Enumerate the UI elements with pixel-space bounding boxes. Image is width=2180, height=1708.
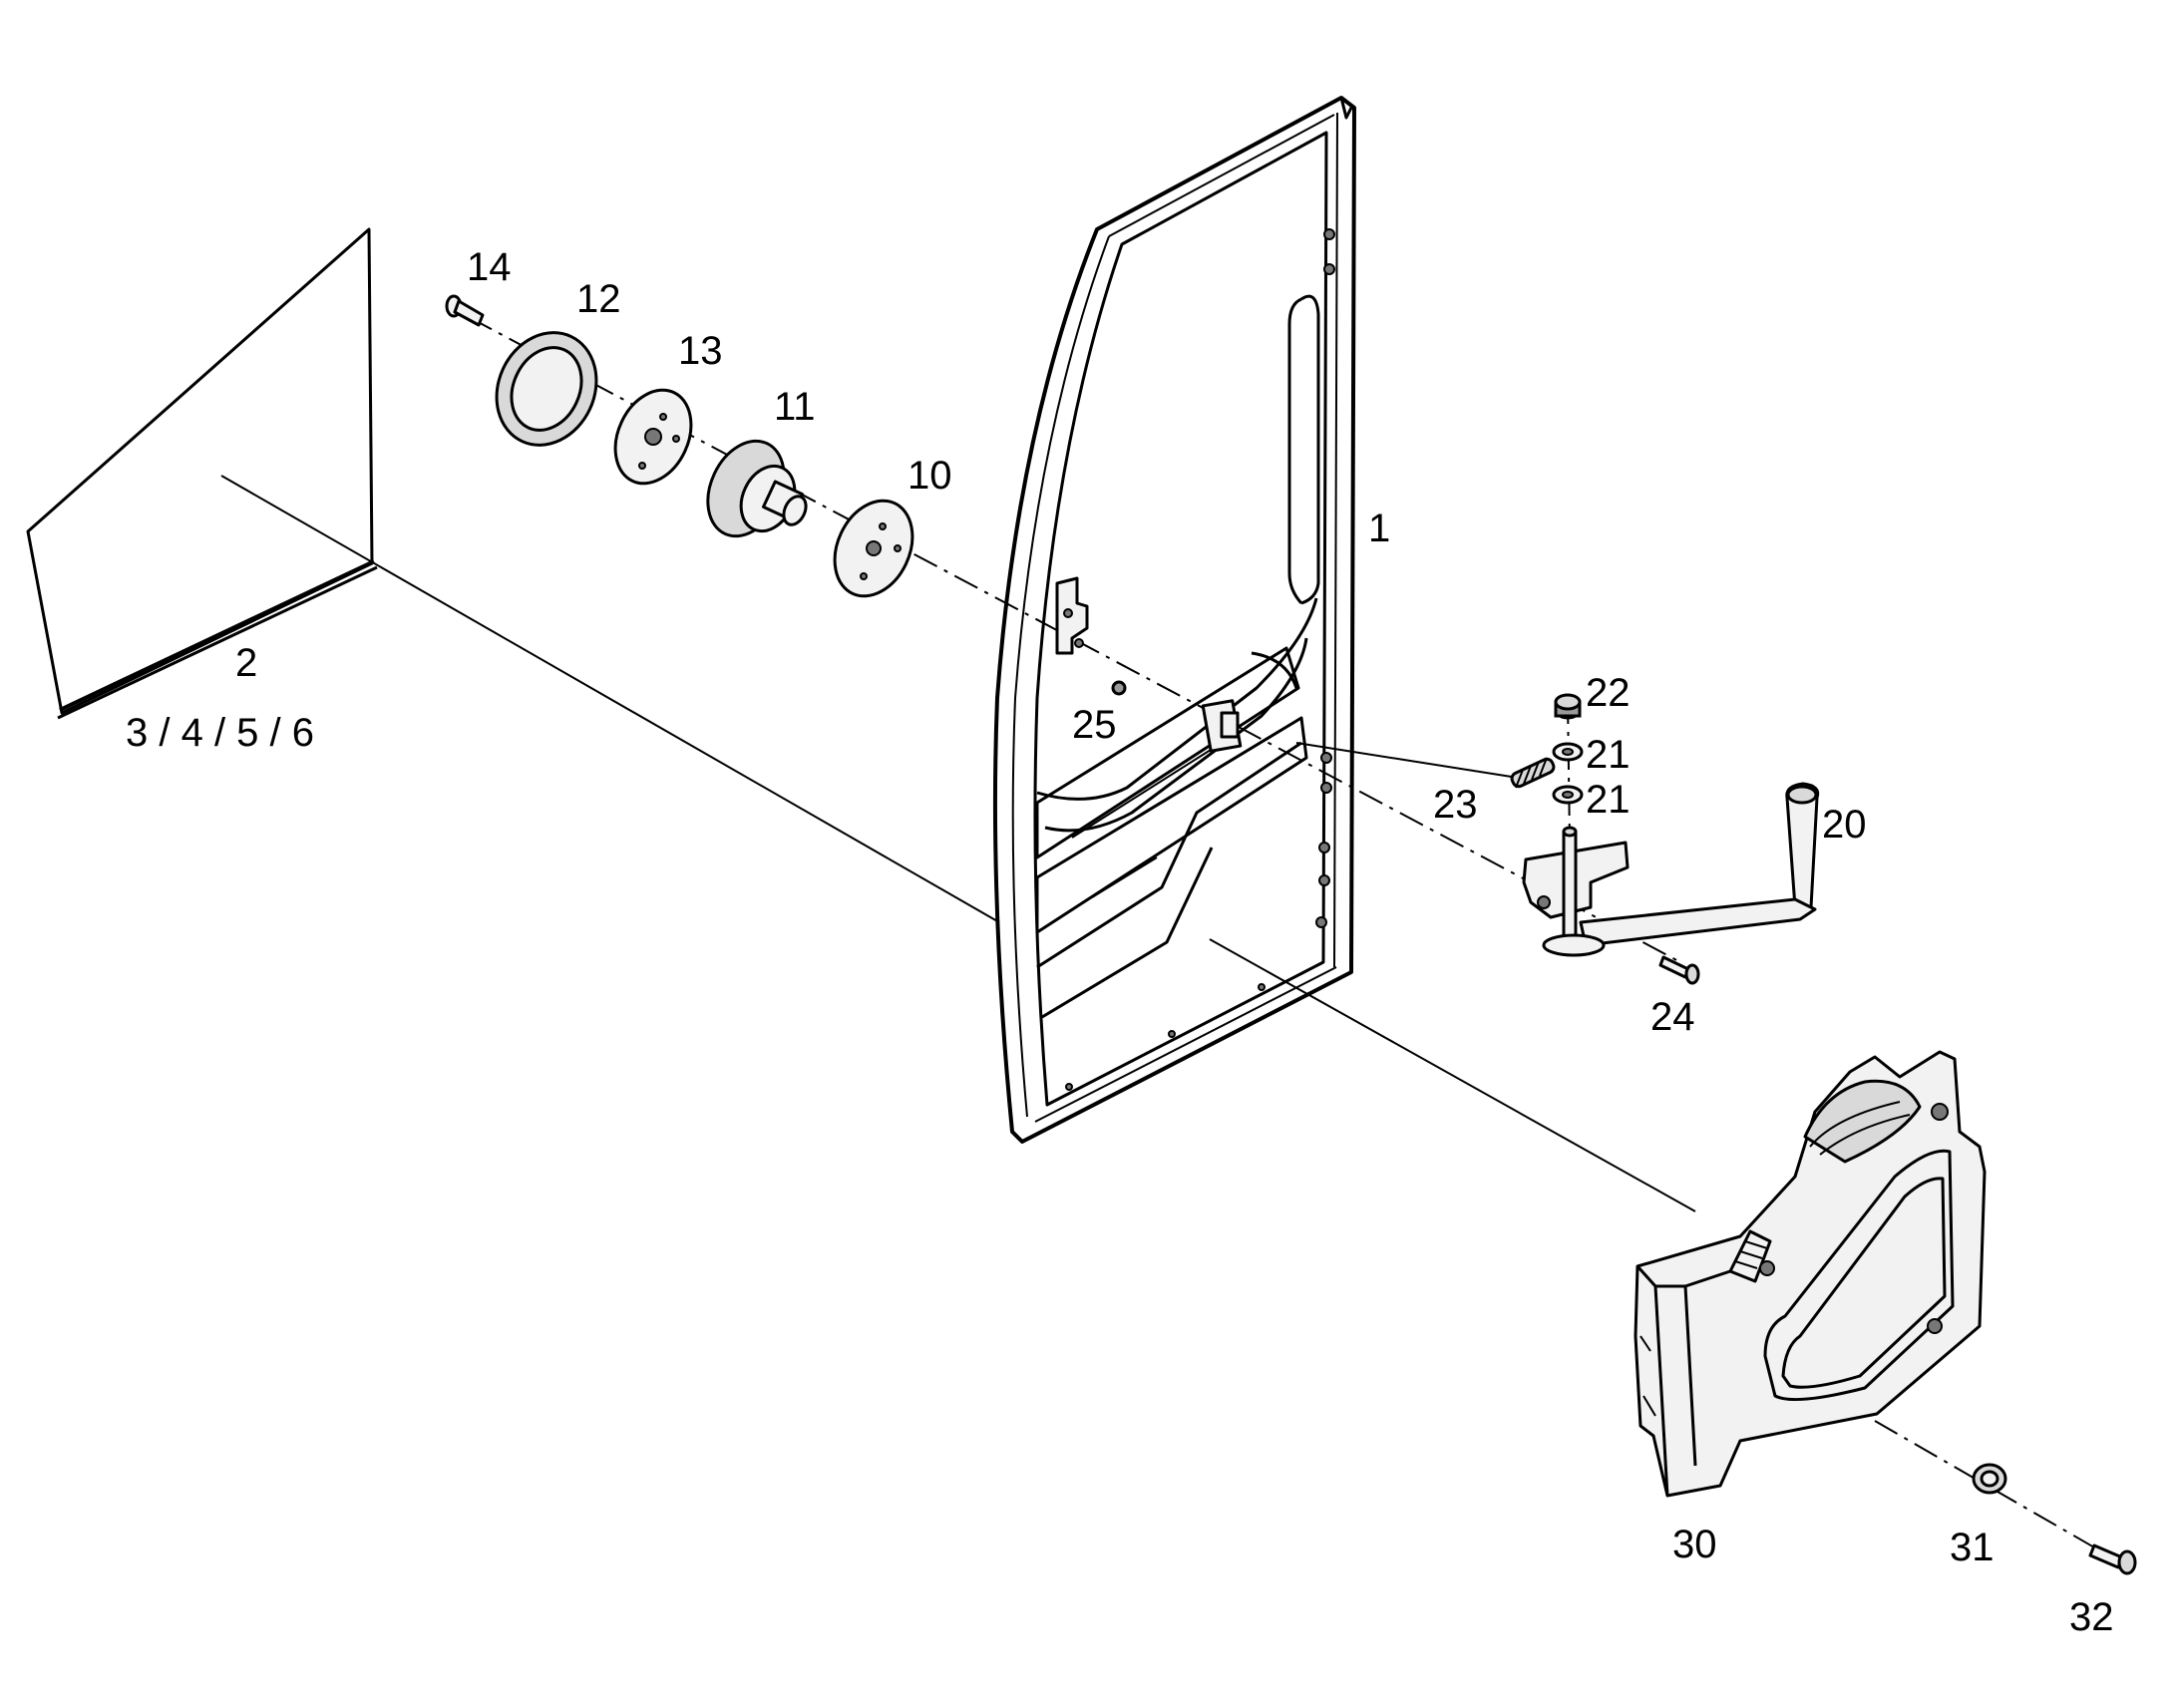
- label-part-24: 24: [1650, 995, 1695, 1039]
- label-part-11: 11: [774, 385, 816, 429]
- window-pane: [26, 227, 378, 720]
- plate-13: [613, 388, 693, 486]
- label-part-22: 22: [1586, 671, 1631, 715]
- label-part-21-lower: 21: [1586, 778, 1631, 822]
- assembly-lines: [220, 316, 2135, 1571]
- label-part-30: 30: [1672, 1523, 1717, 1566]
- plate-10: [833, 499, 914, 598]
- crank-20: [1522, 782, 1820, 957]
- label-part-14: 14: [467, 245, 512, 289]
- label-part-1: 1: [1368, 507, 1390, 550]
- label-part-13: 13: [678, 329, 723, 373]
- hub-11: [706, 439, 808, 538]
- nut-25: [1111, 680, 1127, 696]
- label-part-2: 2: [235, 641, 257, 685]
- label-parts-3-4-5-6: 3 / 4 / 5 / 6: [126, 711, 314, 755]
- label-part-31: 31: [1950, 1526, 1995, 1569]
- washer-21-upper: [1552, 742, 1584, 762]
- cap-31: [1972, 1463, 2007, 1495]
- label-part-25: 25: [1072, 703, 1117, 747]
- trim-panel-30: [1634, 1050, 1987, 1498]
- nut-22: [1554, 693, 1582, 720]
- label-part-21-upper: 21: [1586, 733, 1631, 777]
- label-part-12: 12: [576, 277, 621, 321]
- label-part-23: 23: [1433, 783, 1478, 827]
- label-part-32: 32: [2069, 1595, 2114, 1639]
- screw-14: [445, 294, 485, 327]
- label-part-10: 10: [908, 454, 952, 498]
- washer-21-lower: [1552, 785, 1584, 805]
- screw-24: [1658, 955, 1700, 985]
- spring-23: [1510, 757, 1556, 789]
- door-frame: [992, 96, 1356, 1144]
- label-part-20: 20: [1822, 803, 1867, 847]
- ring-12: [495, 331, 598, 447]
- screw-32: [2088, 1543, 2137, 1575]
- part-labels: 1 2 3 / 4 / 5 / 6 10 11 12 13 14 20 21 2…: [126, 245, 2114, 1639]
